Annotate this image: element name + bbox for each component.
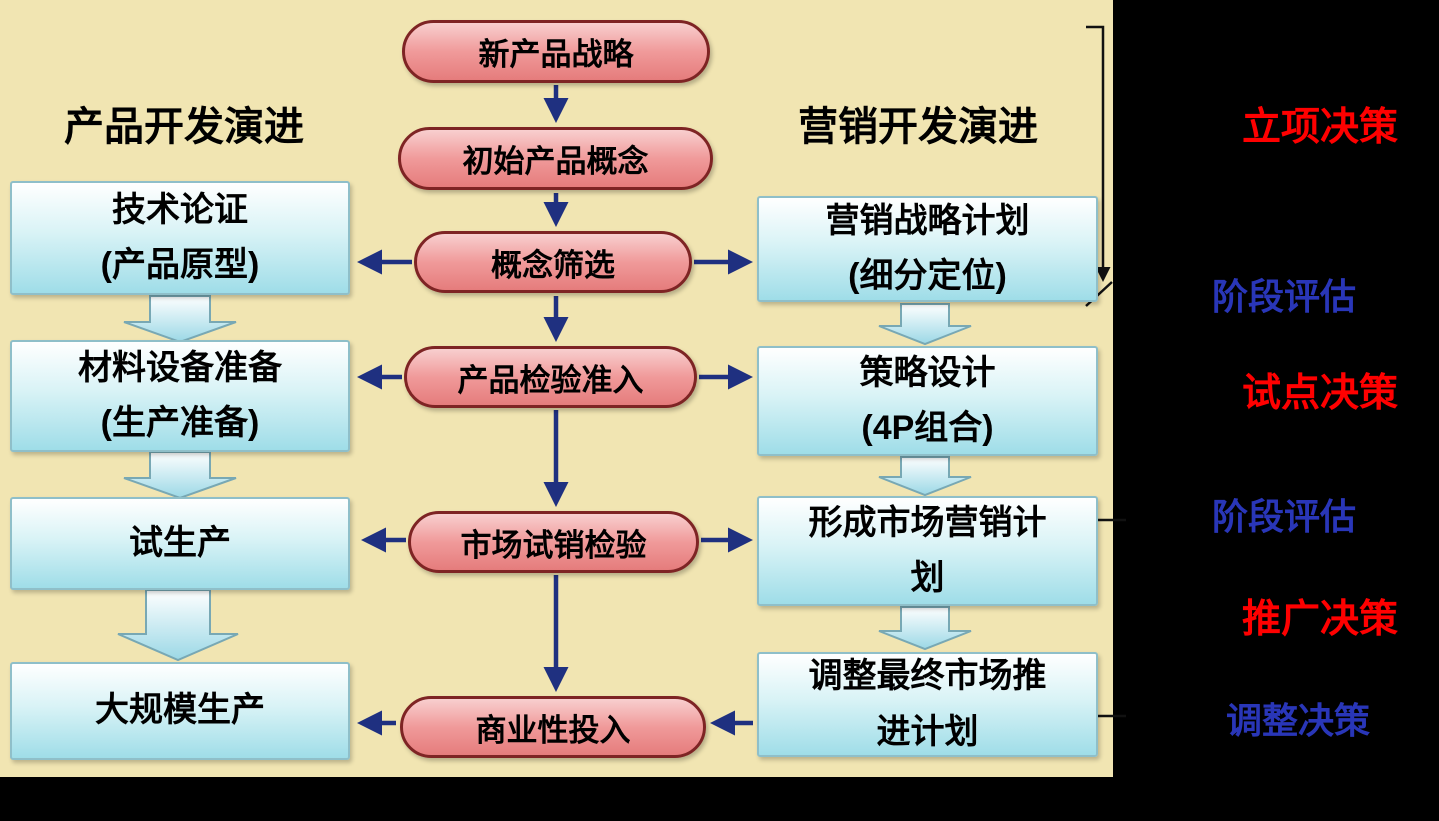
node-form-marketing-plan: 形成市场营销计 划 xyxy=(757,496,1098,606)
decision-adjustment: 调整决策 xyxy=(1226,700,1371,741)
node-line: 调整最终市场推 xyxy=(808,657,1047,696)
node-mass-production: 大规模生产 xyxy=(10,662,350,760)
node-line: 营销战略计划 xyxy=(825,201,1030,240)
node-market-trial-test: 市场试销检验 xyxy=(408,511,699,573)
decision-project-approval: 立项决策 xyxy=(1242,106,1399,149)
node-line: 形成市场营销计 xyxy=(808,503,1047,542)
decision-pilot: 试点决策 xyxy=(1242,372,1399,415)
node-initial-product-concept: 初始产品概念 xyxy=(398,127,713,190)
node-new-product-strategy: 新产品战略 xyxy=(402,20,710,83)
node-strategy-design-4p: 策略设计 (4P组合) xyxy=(757,346,1098,456)
node-concept-screening: 概念筛选 xyxy=(414,231,692,293)
node-commercial-launch: 商业性投入 xyxy=(400,696,706,758)
node-line: (产品原型) xyxy=(100,246,260,284)
node-adjust-final-market-plan: 调整最终市场推 进计划 xyxy=(757,652,1098,757)
eval-stage-2: 阶段评估 xyxy=(1212,496,1357,537)
node-line: 划 xyxy=(910,559,945,597)
node-line: 试生产 xyxy=(129,523,231,562)
node-line: 技术论证 xyxy=(112,190,248,229)
decision-promotion: 推广决策 xyxy=(1242,598,1399,641)
node-line: 策略设计 xyxy=(859,353,996,392)
left-column-header: 产品开发演进 xyxy=(64,105,304,149)
node-line: (生产准备) xyxy=(100,404,260,442)
node-line: 大规模生产 xyxy=(95,691,265,730)
node-line: (细分定位) xyxy=(848,257,1007,295)
node-line: 材料设备准备 xyxy=(78,348,282,387)
eval-stage-1: 阶段评估 xyxy=(1212,276,1357,317)
node-material-equipment-prep: 材料设备准备 (生产准备) xyxy=(10,340,350,452)
node-line: (4P组合) xyxy=(861,409,994,447)
node-line: 进计划 xyxy=(876,712,979,751)
node-trial-production: 试生产 xyxy=(10,497,350,590)
node-product-test-entry: 产品检验准入 xyxy=(404,346,697,408)
node-technical-verification: 技术论证 (产品原型) xyxy=(10,181,350,295)
node-marketing-strategy-plan: 营销战略计划 (细分定位) xyxy=(757,196,1098,302)
right-column-header: 营销开发演进 xyxy=(798,105,1038,149)
